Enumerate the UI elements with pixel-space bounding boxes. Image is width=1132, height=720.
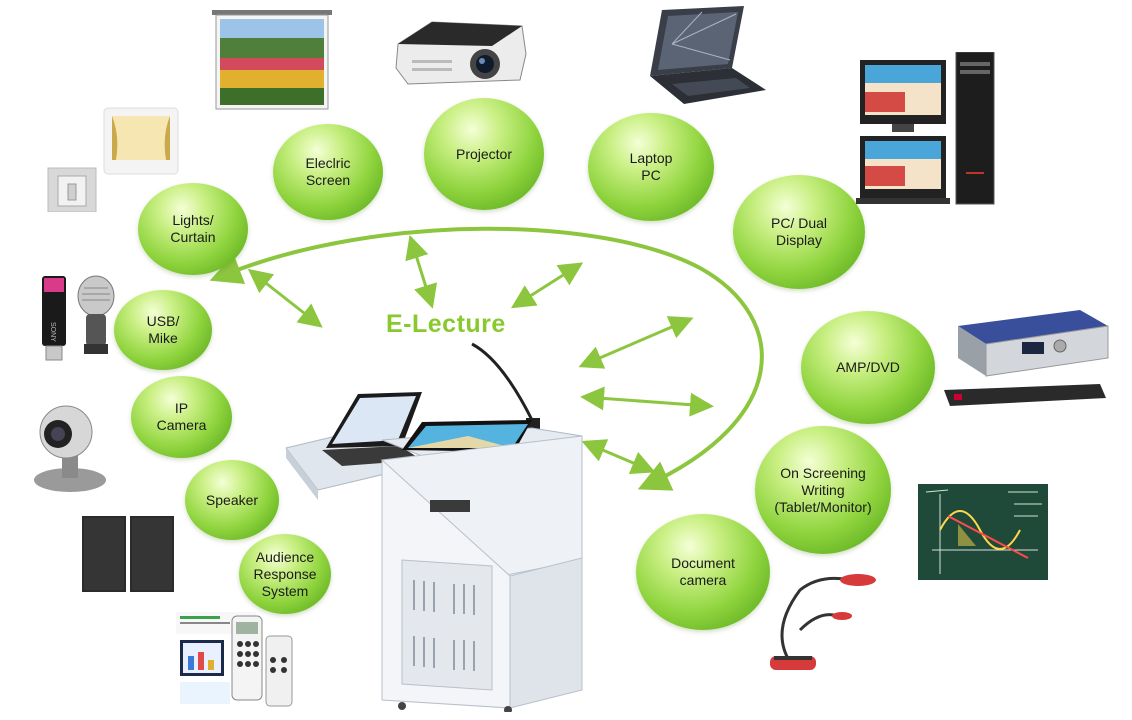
node-pc-dual-display: PC/ Dual Display xyxy=(733,175,865,289)
node-lights-curtain: Lights/ Curtain xyxy=(138,183,248,275)
node-electric-screen: Eleclric Screen xyxy=(273,124,383,220)
node-projector: Projector xyxy=(424,98,544,210)
node-audience-response: Audience Response System xyxy=(239,534,331,614)
node-usb-mike: USB/ Mike xyxy=(114,290,212,370)
diagram-title: E-Lecture xyxy=(386,310,506,338)
arrow-doc xyxy=(581,439,656,475)
arrow-screen xyxy=(405,234,438,309)
node-document-camera: Document camera xyxy=(636,514,770,630)
arrow-amp xyxy=(580,386,714,417)
document-camera-image xyxy=(770,574,876,670)
tablet-writing-image xyxy=(918,484,1048,580)
arrow-projector xyxy=(510,262,584,309)
usb-brand-text: SONY xyxy=(49,322,56,342)
speakers-image xyxy=(82,516,174,592)
node-on-screening-writing: On Screening Writing (Tablet/Monitor) xyxy=(755,426,891,554)
electric-screen-image xyxy=(212,10,332,110)
laptop-image xyxy=(650,6,766,104)
arrow-lights xyxy=(247,268,323,328)
dual-display-pc-image xyxy=(856,52,995,205)
ip-camera-image xyxy=(34,405,106,492)
lectern-podium-image xyxy=(285,342,583,712)
projector-image xyxy=(395,21,527,85)
amp-dvd-image xyxy=(944,310,1109,406)
arrow-pc xyxy=(578,316,694,369)
main-arc xyxy=(209,226,764,491)
audience-response-image xyxy=(176,612,293,707)
node-ip-camera: IP Camera xyxy=(131,376,232,458)
node-speaker: Speaker xyxy=(185,460,279,540)
node-laptop-pc: Laptop PC xyxy=(588,113,714,221)
lights-curtain-image xyxy=(47,107,179,212)
usb-mike-image: SONY xyxy=(42,275,115,361)
node-amp-dvd: AMP/DVD xyxy=(801,311,935,424)
